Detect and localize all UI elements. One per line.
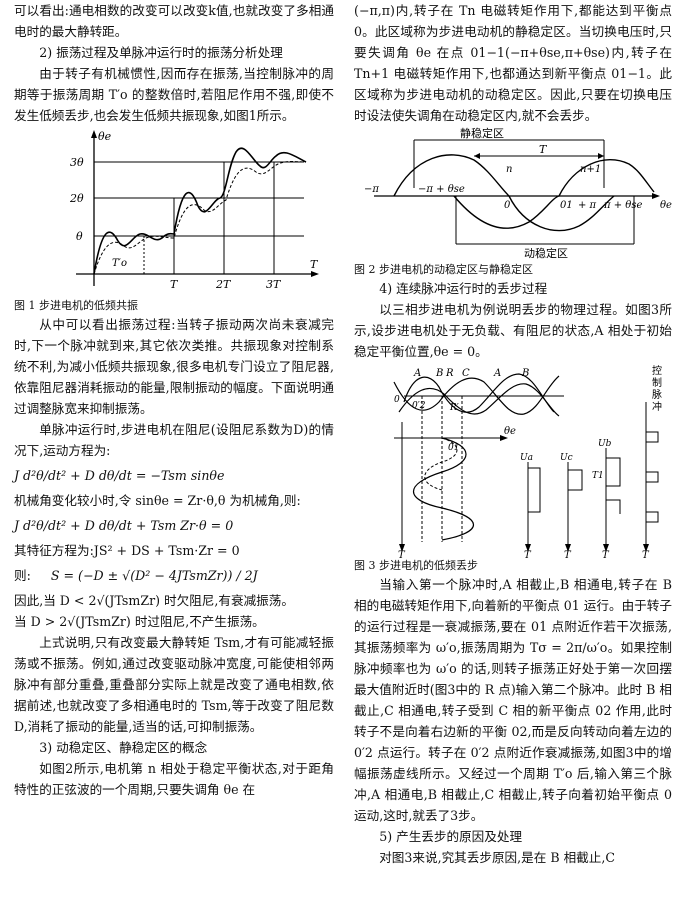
fig3-T1: T1 — [592, 471, 604, 481]
figure-1-caption: 图 1 步进电机的低频共振 — [14, 299, 138, 312]
fig1-level-3: 3θ — [70, 156, 84, 169]
fig3-O: 0 — [394, 395, 400, 405]
figure-2: 静稳定区 T n n+1 −π −π + θse 0 01 + π π + θs… — [354, 126, 672, 262]
fig1-level-2: 2θ — [69, 192, 84, 205]
paragraph: 机械角变化较小时,令 sinθe = Zr·θ,θ 为机械角,则: — [14, 493, 301, 508]
fig3-axis: θe — [504, 426, 516, 437]
fig2-mpi: −π — [364, 184, 379, 195]
equation-3-body: S = (−D ± √(D² − 4JTsmZr)) / 2J — [50, 568, 258, 583]
fig3-ctrl-label: 控 制 脉 冲 — [652, 364, 665, 413]
figure-2-caption: 图 2 步进电机的动稳定区与静稳定区 — [354, 263, 533, 276]
section-heading: 2) 振荡过程及单脉冲运行时的振荡分析处理 — [39, 45, 283, 60]
equation-3: 则: S = (−D ± √(D² − 4JTsmZr)) / 2J — [14, 565, 334, 586]
paragraph: 从中可以看出振荡过程:当转子振动两次尚未衰减完时,下一个脉冲就到来,其它依次类推… — [14, 317, 334, 416]
fig2-axis: θe — [660, 200, 672, 211]
section-heading: 4) 连续脉冲运行时的丢步过程 — [379, 281, 548, 296]
paragraph: 上式说明,只有改变最大静转矩 Tsm,才有可能减轻振荡或不振荡。例如,通过改变驱… — [14, 635, 334, 734]
figure-1-plot: θe T 3θ 2θ θ T′o T 2T 3T — [69, 130, 319, 291]
equation-3-label: 则: — [14, 568, 31, 583]
section-heading: 3) 动稳定区、静稳定区的概念 — [39, 740, 208, 755]
fig1-tick-3T: 3T — [266, 278, 282, 291]
fig3-Ua: Ua — [520, 453, 533, 463]
fig2-static-label: 静稳定区 — [460, 126, 504, 140]
paragraph: 可以看出:通电相数的改变可以改变k值,也就改变了多相通电时的最大静转距。 — [14, 3, 334, 39]
left-column: 可以看出:通电相数的改变可以改变k值,也就改变了多相通电时的最大静转距。 2) … — [14, 0, 334, 800]
paragraph: 其特征方程为:JS² + DS + Tsm·Zr = 0 — [14, 543, 240, 558]
fig2-c: π + θse — [603, 200, 642, 211]
paragraph: 当输入第一个脉冲时,A 相截止,B 相通电,转子在 B 相的电磁转矩作用下,向着… — [354, 577, 672, 823]
fig3-T-c: T — [564, 550, 572, 558]
paragraph: 以三相步进电机为例说明丢步的物理过程。如图3所示,设步进电机处于无负载、有阻尼的… — [354, 302, 672, 359]
fig3-Ub: Ub — [598, 439, 612, 449]
figure-3: A B R C A B R′ 0 0′2 θe 01 T — [354, 362, 672, 558]
fig1-level-1: θ — [76, 230, 83, 243]
fig3-A: A — [413, 368, 421, 379]
figure-2-plot: 静稳定区 T n n+1 −π −π + θse 0 01 + π π + θs… — [364, 126, 672, 260]
fig3-A2: A — [493, 368, 501, 379]
paragraph: 对图3来说,究其丢步原因,是在 B 相截止,C — [379, 850, 616, 865]
fig3-T-a: T — [524, 550, 532, 558]
fig2-n1-label: n+1 — [580, 164, 601, 175]
fig2-a: −π + θse — [418, 184, 465, 195]
paragraph: 单脉冲运行时,步进电机在阻尼(设阻尼系数为D)的情况下,运动方程为: — [14, 422, 334, 458]
fig1-tick-2T: 2T — [215, 278, 232, 291]
fig3-O1: 01 — [448, 443, 459, 453]
fig2-T-label: T — [539, 143, 548, 156]
figure-3-plot: A B R C A B R′ 0 0′2 θe 01 T — [393, 364, 665, 558]
paragraph: 由于转子有机械惯性,因而存在振荡,当控制脉冲的周期等于振荡周期 T′o 的整数倍… — [14, 66, 334, 123]
fig2-dynamic-label: 动稳定区 — [524, 246, 568, 260]
fig3-T-ctrl: T — [642, 550, 650, 558]
fig1-tick-T: T — [170, 278, 179, 291]
fig2-o: 0 — [504, 200, 511, 211]
equation-1: J d²θ/dt² + D dθ/dt = −Tsm sinθe — [14, 468, 225, 483]
fig1-x-label: T — [310, 258, 319, 271]
equation-2: J d²θ/dt² + D dθ/dt + Tsm Zr·θ = 0 — [14, 518, 234, 533]
fig3-Uc: Uc — [560, 453, 573, 463]
fig3-B2: B — [521, 368, 529, 379]
paragraph: 因此,当 D < 2√(JTsmZr) 时欠阻尼,有衰减振荡。 — [14, 593, 294, 608]
paragraph: 如图2所示,电机第 n 相处于稳定平衡状态,对于距角特性的正弦波的一个周期,只要… — [14, 761, 334, 797]
fig2-n-label: n — [506, 164, 512, 175]
fig3-B: B — [435, 368, 443, 379]
right-column: (−π,π)内,转子在 Tn 电磁转矩作用下,都能达到平衡点 0。此区域称为步进… — [354, 0, 672, 868]
fig3-R: R — [445, 368, 454, 379]
figure-1: θe T 3θ 2θ θ T′o T 2T 3T — [14, 126, 334, 298]
fig1-y-label: θe — [98, 130, 112, 143]
fig3-T-axis: T — [398, 550, 406, 558]
fig3-Rp: R′ — [449, 403, 459, 413]
paragraph: 当 D > 2√(JTsmZr) 时过阻尼,不产生振荡。 — [14, 614, 265, 629]
figure-3-caption: 图 3 步进电机的低频丢步 — [354, 559, 478, 572]
fig3-Op: 0′2 — [412, 401, 426, 411]
paragraph: (−π,π)内,转子在 Tn 电磁转矩作用下,都能达到平衡点 0。此区域称为步进… — [354, 3, 672, 123]
fig1-t0: T′o — [112, 258, 127, 269]
fig2-b: + π — [578, 200, 597, 211]
fig3-C: C — [462, 368, 470, 379]
fig2-o1: 01 — [560, 200, 573, 211]
fig3-T-b: T — [602, 550, 610, 558]
section-heading: 5) 产生丢步的原因及处理 — [379, 829, 523, 844]
